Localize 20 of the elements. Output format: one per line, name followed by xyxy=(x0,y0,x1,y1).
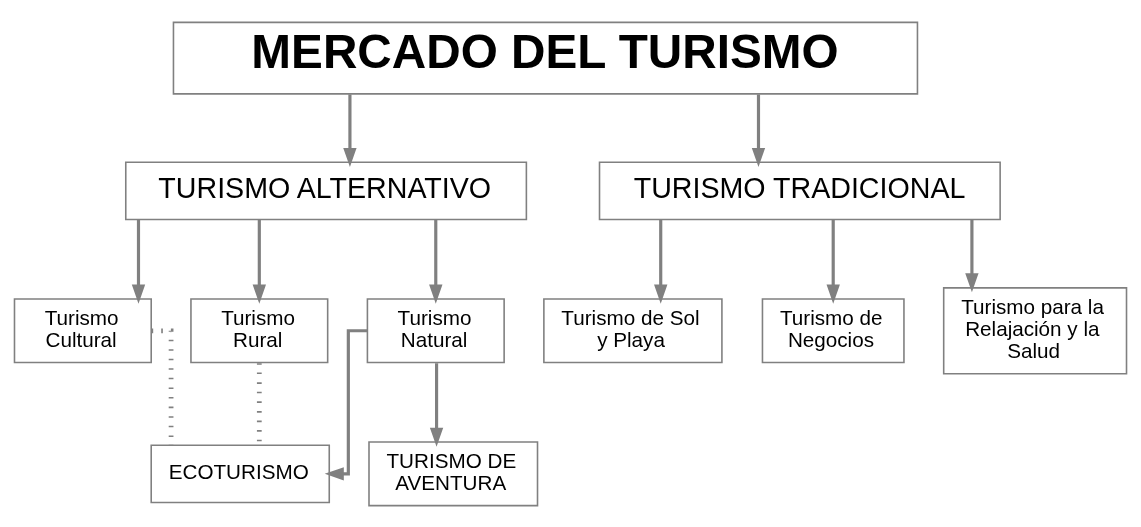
node-box: Turismo de Sol y Playa xyxy=(543,297,723,363)
arrow xyxy=(252,219,266,304)
node-box: TURISMO DE AVENTURA xyxy=(368,440,539,506)
arrow xyxy=(131,219,146,304)
node-box: Turismo Natural xyxy=(366,297,505,363)
node-box: Turismo de Negocios xyxy=(761,297,905,363)
arrow xyxy=(654,219,668,304)
arrow xyxy=(965,219,979,292)
node-box: Turismo para la Relajación y la Salud xyxy=(942,286,1128,374)
arrow xyxy=(751,93,766,167)
arrow xyxy=(826,219,840,304)
arrow xyxy=(429,219,443,304)
arrow xyxy=(343,93,357,167)
node-box: MERCADO DEL TURISMO xyxy=(172,21,919,95)
node-box: TURISMO TRADICIONAL xyxy=(598,160,1001,220)
node-box: TURISMO ALTERNATIVO xyxy=(124,160,528,220)
arrow xyxy=(429,362,444,447)
node-box: Turismo Cultural xyxy=(13,297,152,363)
node-box: Turismo Rural xyxy=(190,297,329,363)
node-box: ECOTURISMO xyxy=(150,443,331,503)
